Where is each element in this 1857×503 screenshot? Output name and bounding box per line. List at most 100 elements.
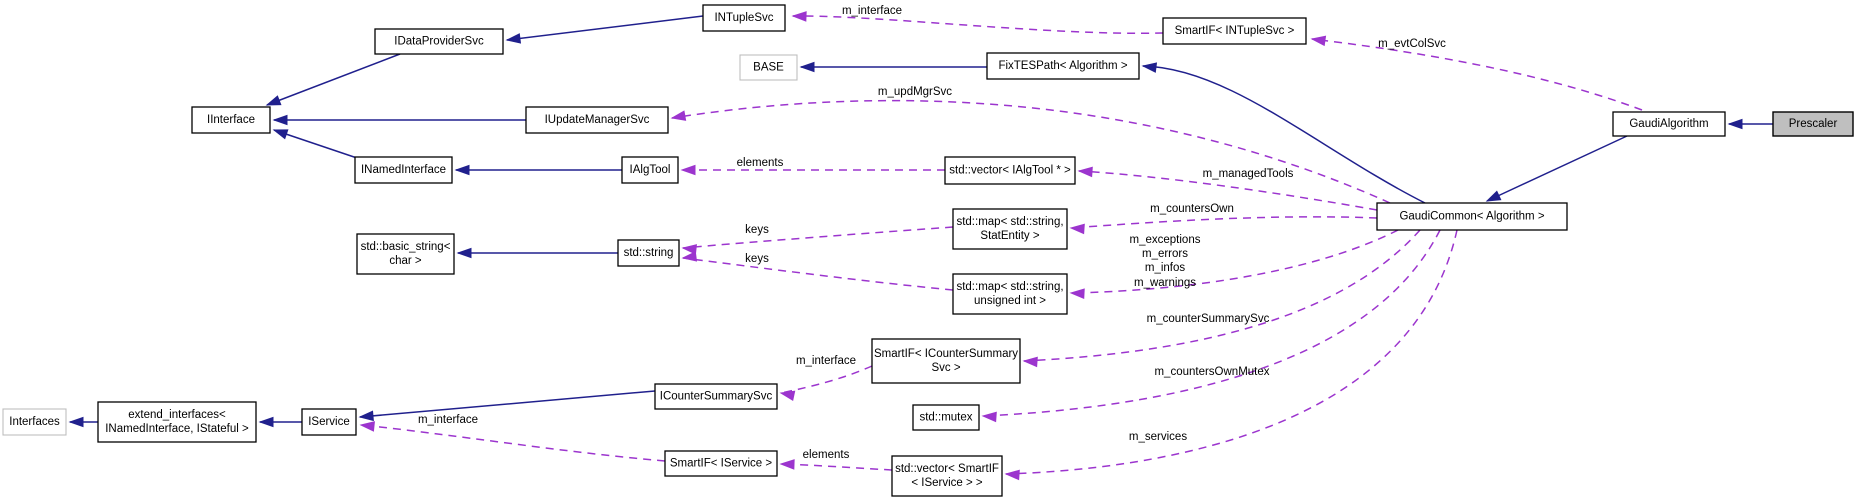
node-label-iservice: IService <box>308 416 350 428</box>
arrowhead <box>505 33 522 44</box>
node-basic_string[interactable]: std::basic_string<char > <box>356 233 455 275</box>
node-iservice[interactable]: IService <box>301 408 357 436</box>
node-label-basic_string: std::basic_string< <box>361 241 451 253</box>
arrowhead <box>265 95 282 106</box>
arrowhead <box>359 421 375 432</box>
edge-gaudicommon-to-iupdatemanagersvc <box>671 99 1391 204</box>
node-box-basic_string[interactable] <box>356 233 455 275</box>
node-vector_smartif_iservice[interactable]: std::vector< SmartIF< IService > > <box>891 455 1003 497</box>
node-label-gaudialgorithm: GaudiAlgorithm <box>1629 118 1708 130</box>
edge-label: m_warnings <box>1134 277 1196 289</box>
node-label-map_uint: std::map< std::string, <box>956 281 1063 293</box>
node-box-gaudicommon[interactable] <box>1376 202 1568 231</box>
node-box-map_uint[interactable] <box>952 273 1068 315</box>
node-smartif_icss[interactable]: SmartIF< ICounterSummarySvc > <box>871 338 1021 384</box>
node-box-mutex[interactable] <box>912 404 980 431</box>
edge-gaudicommon-to-smartif_icss <box>1023 229 1421 362</box>
node-box-fixtespath[interactable] <box>986 52 1140 80</box>
arrowhead <box>1727 118 1743 130</box>
edge-smartif_intuplesvc-to-intuplesvc <box>792 15 1164 35</box>
edge-label: m_services <box>1129 431 1187 443</box>
node-map_uint[interactable]: std::map< std::string,unsigned int > <box>952 273 1068 315</box>
node-label-vector_ialgtool: std::vector< IAlgTool * > <box>949 165 1071 177</box>
node-fixtespath[interactable]: FixTESPath< Algorithm > <box>986 52 1140 80</box>
node-iinterface[interactable]: IInterface <box>191 106 271 134</box>
node-label-inamedinterface: INamedInterface <box>361 164 446 176</box>
node-box-extend_interfaces[interactable] <box>97 401 257 443</box>
node-label-base: BASE <box>753 62 784 74</box>
node-stdstring[interactable]: std::string <box>617 239 680 267</box>
node-box-map_stat[interactable] <box>952 208 1068 250</box>
node-box-icountersummarysvc[interactable] <box>654 383 778 410</box>
node-box-vector_ialgtool[interactable] <box>944 156 1076 185</box>
node-smartif_intuplesvc[interactable]: SmartIF< INTupleSvc > <box>1162 17 1307 45</box>
arrowhead <box>454 164 470 176</box>
node-label-icountersummarysvc: ICounterSummarySvc <box>660 391 773 403</box>
arrowhead <box>1004 469 1020 481</box>
arrowhead <box>1022 356 1038 368</box>
arrowhead <box>791 11 807 22</box>
node-intuplesvc[interactable]: INTupleSvc <box>702 4 786 32</box>
node-mutex[interactable]: std::mutex <box>912 404 980 431</box>
node-map_stat[interactable]: std::map< std::string,StatEntity > <box>952 208 1068 250</box>
node-label-map_uint: unsigned int > <box>974 295 1046 307</box>
arrowhead <box>1077 166 1093 178</box>
node-label-extend_interfaces: INamedInterface, IStateful > <box>105 423 249 435</box>
node-label-map_stat: StatEntity > <box>980 230 1039 242</box>
node-box-gaudialgorithm[interactable] <box>1612 111 1726 137</box>
node-box-base <box>739 54 798 81</box>
edge-label: m_exceptions <box>1130 234 1201 246</box>
node-label-vector_smartif_iservice: < IService > > <box>911 477 983 489</box>
node-interfaces: Interfaces <box>2 408 67 436</box>
arrowhead <box>779 459 795 470</box>
node-gaudialgorithm[interactable]: GaudiAlgorithm <box>1612 111 1726 137</box>
edge-label: m_countersOwn <box>1150 203 1234 215</box>
node-gaudicommon[interactable]: GaudiCommon< Algorithm > <box>1376 202 1568 231</box>
node-smartif_iservice[interactable]: SmartIF< IService > <box>664 450 778 477</box>
edge-label: keys <box>745 253 769 265</box>
node-box-iservice[interactable] <box>301 408 357 436</box>
arrowhead <box>670 110 687 121</box>
node-label-smartif_icss: Svc > <box>931 362 960 374</box>
arrowhead <box>456 247 472 259</box>
edge-label: m_countersOwnMutex <box>1154 366 1269 378</box>
node-vector_ialgtool[interactable]: std::vector< IAlgTool * > <box>944 156 1076 185</box>
edge-label: m_updMgrSvc <box>878 86 952 98</box>
node-extend_interfaces[interactable]: extend_interfaces<INamedInterface, IStat… <box>97 401 257 443</box>
node-box-intuplesvc[interactable] <box>702 4 786 32</box>
node-box-ialgtool[interactable] <box>621 156 679 184</box>
node-box-iinterface[interactable] <box>191 106 271 134</box>
arrowhead <box>272 114 288 126</box>
arrowhead <box>258 416 274 428</box>
node-icountersummarysvc[interactable]: ICounterSummarySvc <box>654 383 778 410</box>
node-label-map_stat: std::map< std::string, <box>956 216 1063 228</box>
node-box-idataprovidersvc[interactable] <box>374 28 504 55</box>
node-inamedinterface[interactable]: INamedInterface <box>354 156 453 184</box>
edge-gaudicommon-to-vector_ialgtool <box>1078 170 1378 211</box>
node-box-smartif_icss[interactable] <box>871 338 1021 384</box>
node-label-prescaler: Prescaler <box>1789 118 1838 130</box>
edge-label: m_managedTools <box>1203 168 1294 180</box>
node-label-ialgtool: IAlgTool <box>630 164 671 176</box>
edge-label: elements <box>803 449 850 461</box>
node-label-mutex: std::mutex <box>919 412 972 424</box>
edge-intuplesvc-to-idataprovidersvc <box>506 15 704 41</box>
arrowhead <box>779 390 796 401</box>
node-box-iupdatemanagersvc[interactable] <box>525 106 669 134</box>
node-box-smartif_iservice[interactable] <box>664 450 778 477</box>
node-box-smartif_intuplesvc[interactable] <box>1162 17 1307 45</box>
edge-gaudicommon-to-map_uint <box>1070 229 1399 294</box>
edge-idataprovidersvc-to-iinterface <box>266 53 401 106</box>
node-iupdatemanagersvc[interactable]: IUpdateManagerSvc <box>525 106 669 134</box>
edge-gaudicommon-to-map_stat <box>1070 216 1378 229</box>
edge-map_uint-to-stdstring <box>682 257 954 291</box>
node-box-vector_smartif_iservice[interactable] <box>891 455 1003 497</box>
edge-label: m_errors <box>1142 248 1188 260</box>
node-ialgtool[interactable]: IAlgTool <box>621 156 679 184</box>
node-idataprovidersvc[interactable]: IDataProviderSvc <box>374 28 504 55</box>
node-box-stdstring[interactable] <box>617 239 680 267</box>
arrowhead <box>680 164 696 176</box>
node-box-inamedinterface[interactable] <box>354 156 453 184</box>
node-base: BASE <box>739 54 798 81</box>
